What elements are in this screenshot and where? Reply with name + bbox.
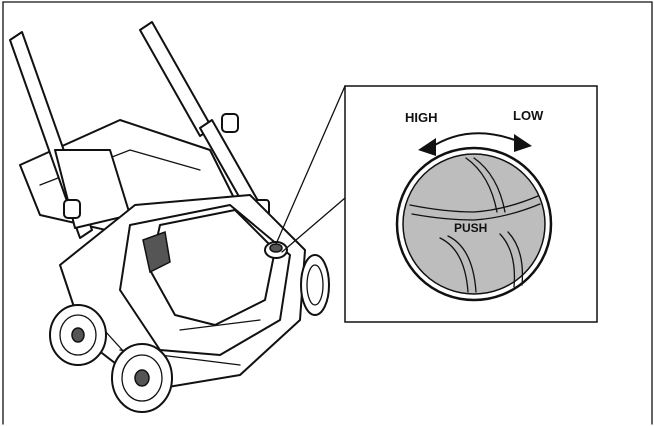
mower-body <box>59 194 306 391</box>
front-left-wheel <box>49 304 107 366</box>
callout-leader-lines <box>275 85 346 253</box>
high-label: HIGH <box>405 110 438 125</box>
low-label: LOW <box>513 108 544 123</box>
push-label: PUSH <box>454 221 487 235</box>
direction-arrow <box>418 132 532 156</box>
rear-left-wheel <box>111 343 173 413</box>
height-adjust-knob <box>395 146 553 302</box>
right-wheel <box>300 254 330 316</box>
